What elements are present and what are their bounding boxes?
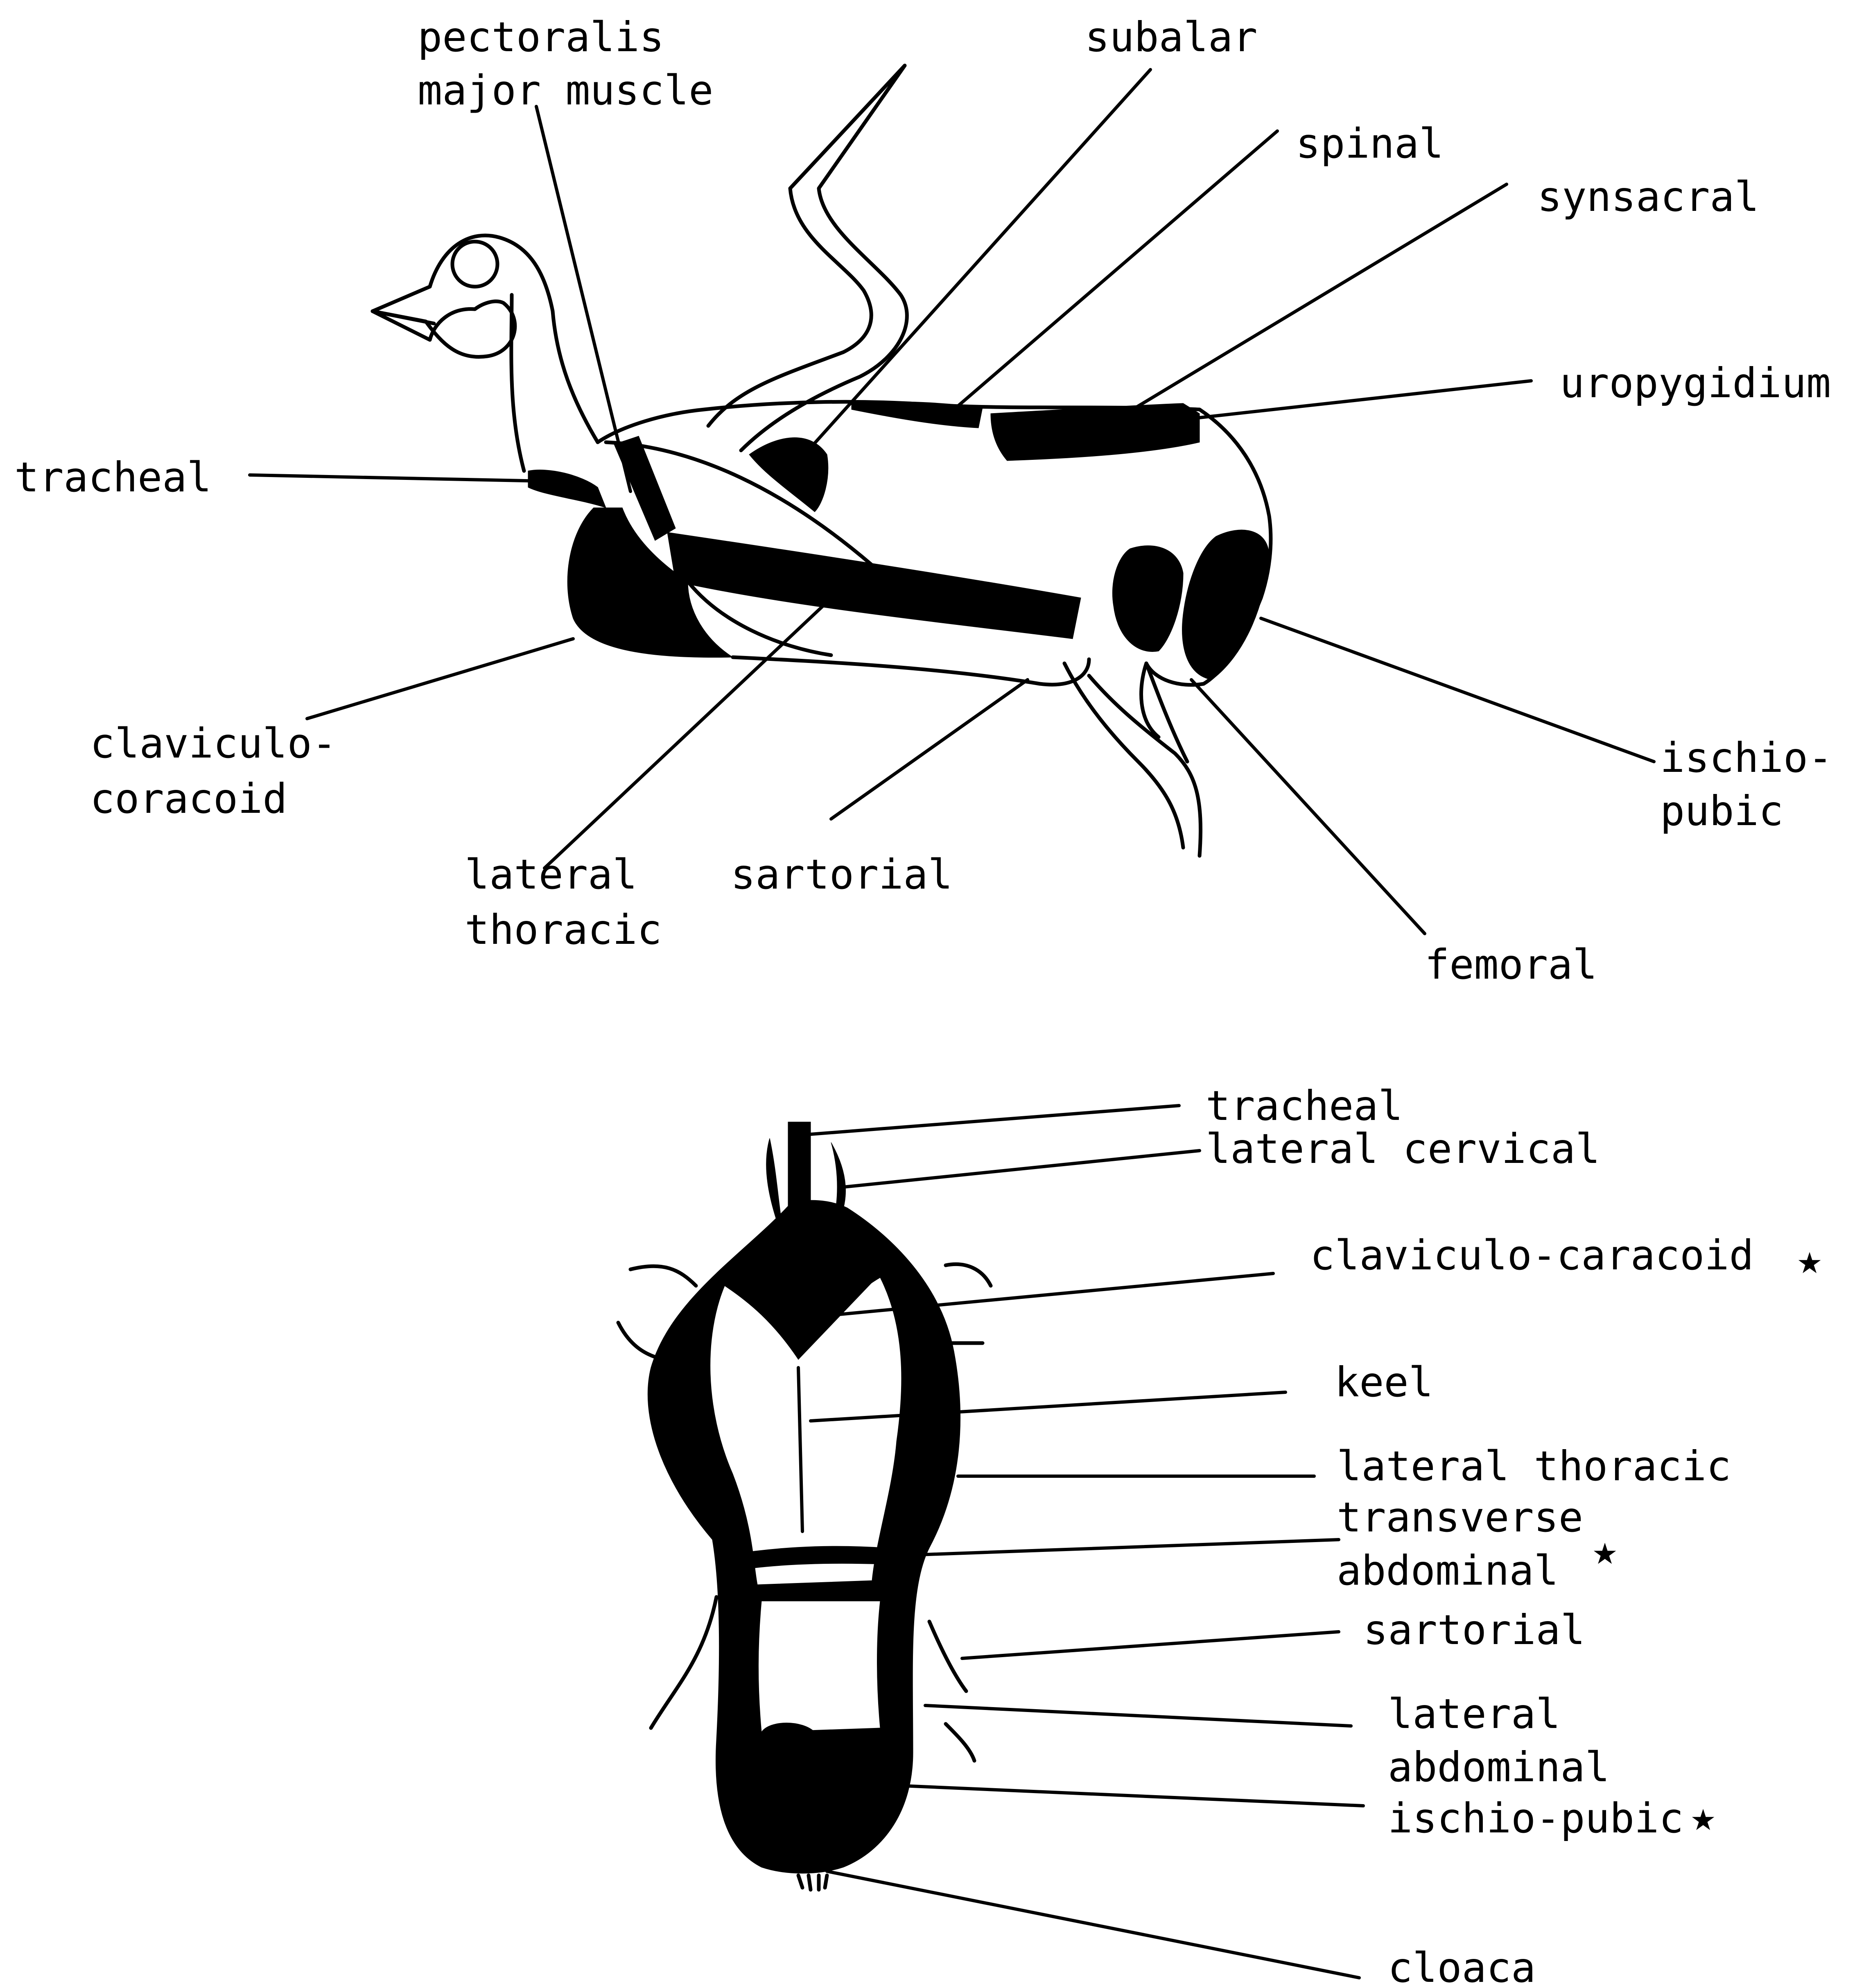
leader-v-tracheal <box>811 1106 1179 1134</box>
label-tracheal: tracheal <box>14 453 212 501</box>
leader-v-keel <box>811 1392 1286 1421</box>
label-v-lateral-abdominal-line1: lateral <box>1388 1690 1560 1738</box>
label-femoral: femoral <box>1425 941 1597 988</box>
bird-head-outline <box>373 301 515 357</box>
label-v-transverse-line2: abdominal <box>1337 1547 1559 1594</box>
leader-ischio-pubic <box>1261 618 1654 762</box>
label-uropygidium: uropygidium <box>1560 359 1831 407</box>
eye-outline <box>452 242 497 287</box>
leader-claviculo-coracoid <box>307 639 573 719</box>
ischio-pubic-sac <box>1182 530 1269 680</box>
label-v-transverse-line1: transverse <box>1337 1493 1583 1541</box>
claviculo-caracoid-sac <box>721 1246 888 1359</box>
label-v-ischio-pubic: ischio-pubic <box>1388 1794 1683 1842</box>
leader-tracheal <box>250 475 545 481</box>
star-transverse-abdominal: ★ <box>1593 1526 1617 1574</box>
label-spinal: spinal <box>1296 120 1444 167</box>
leader-v-transverse-abdominal <box>884 1540 1339 1556</box>
ventral-view: tracheal lateral cervical claviculo-cara… <box>618 1082 1822 1988</box>
label-pectoralis-line1: pectoralis <box>418 13 664 61</box>
label-lateral-thoracic-line1: lateral <box>465 850 637 898</box>
beak-outline <box>373 287 434 323</box>
label-v-lateral-thoracic: lateral thoracic <box>1337 1442 1731 1490</box>
right-leg-stub <box>929 1622 974 1761</box>
belly-outline <box>733 657 1089 685</box>
label-ischio-line1: ischio- <box>1660 734 1832 782</box>
leader-v-lateral-cervical <box>839 1151 1200 1187</box>
star-ischio-pubic: ★ <box>1691 1792 1715 1840</box>
lateral-cervical-left <box>766 1138 782 1224</box>
label-sartorial: sartorial <box>731 850 953 898</box>
label-subalar: subalar <box>1085 13 1257 61</box>
tracheal-sac <box>528 470 606 508</box>
cloaca-opening <box>798 1875 827 1890</box>
leader-uropygidium <box>1200 381 1531 418</box>
leader-sartorial <box>831 680 1028 819</box>
leg-outline <box>1064 663 1201 856</box>
leader-v-ischio-pubic <box>892 1785 1363 1806</box>
label-v-sartorial: sartorial <box>1363 1606 1585 1654</box>
trachea <box>788 1122 811 1237</box>
side-view: pectoralis major muscle subalar spinal s… <box>14 13 1832 988</box>
leader-v-lateral-abdominal <box>925 1705 1351 1726</box>
leader-v-cloaca <box>827 1871 1359 1978</box>
leader-femoral <box>1191 680 1425 934</box>
subalar-sac <box>749 438 828 512</box>
wing-outline <box>708 66 907 450</box>
left-leg-stub <box>651 1597 716 1728</box>
label-v-cloaca: cloaca <box>1388 1944 1536 1988</box>
label-claviculo-line1: claviculo- <box>90 719 337 767</box>
label-claviculo-line2: coracoid <box>90 775 287 823</box>
synsacral-sac <box>991 403 1200 461</box>
label-v-keel: keel <box>1335 1358 1433 1406</box>
label-pectoralis-line2: major muscle <box>418 66 713 114</box>
label-v-lateral-cervical: lateral cervical <box>1206 1125 1600 1173</box>
lateral-thoracic-band <box>667 532 1081 639</box>
leader-v-sartorial <box>962 1632 1339 1658</box>
label-lateral-thoracic-line2: thoracic <box>465 906 662 954</box>
femoral-sac <box>1112 546 1183 652</box>
label-ischio-line2: pubic <box>1660 787 1783 835</box>
star-claviculo-caracoid: ★ <box>1797 1235 1822 1283</box>
label-synsacral: synsacral <box>1537 173 1759 221</box>
label-v-tracheal: tracheal <box>1206 1082 1403 1130</box>
label-v-claviculo-caracoid: claviculo-caracoid <box>1310 1231 1754 1279</box>
keel-line <box>798 1368 802 1531</box>
label-v-lateral-abdominal-line2: abdominal <box>1388 1743 1610 1791</box>
leader-spinal <box>954 131 1277 409</box>
